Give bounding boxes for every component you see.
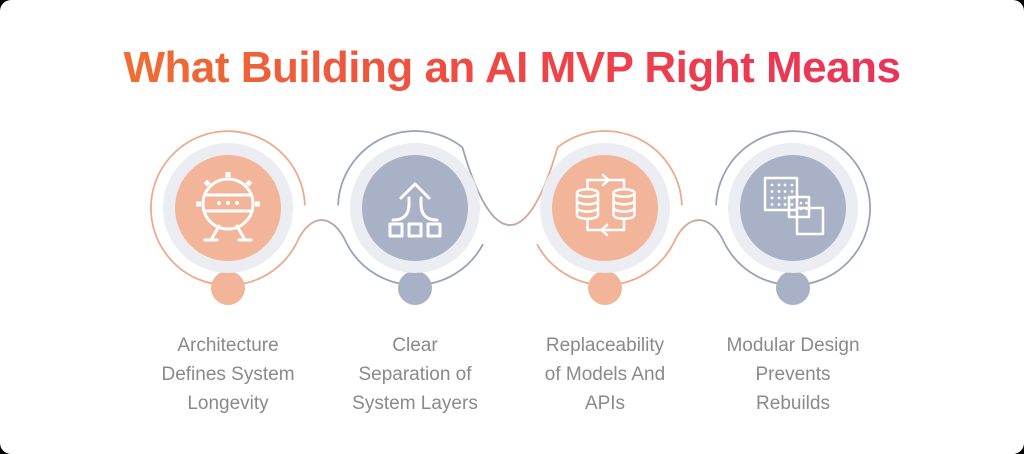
step-4-circle [715, 130, 871, 305]
database-sync-icon [575, 173, 636, 237]
page-title: What Building an AI MVP Right Means [0, 43, 1024, 92]
process-diagram [150, 130, 871, 305]
dot-grid [770, 183, 794, 206]
pin-dot [776, 271, 810, 305]
modular-blocks-icon [763, 176, 825, 236]
outline-ring [557, 130, 683, 206]
step-disc [362, 155, 468, 261]
step-2-label: Clear Separation of System Layers [352, 335, 478, 414]
outline-ring [337, 130, 463, 206]
step-2-circle [337, 130, 484, 305]
step-1-circle [150, 130, 306, 305]
step-disc [552, 155, 658, 261]
connector-hump-1-2 [295, 219, 348, 245]
step-1-label: Architecture Defines System Longevity [161, 335, 295, 414]
step-4-label: Modular Design Prevents Rebuilds [726, 335, 860, 414]
pin-dot [211, 271, 245, 305]
step-disc [175, 155, 281, 261]
merge-arrow-icon [388, 182, 442, 238]
step-labels: Architecture Defines System Longevity Cl… [0, 331, 1024, 431]
step-3-circle [536, 130, 683, 305]
step-disc [740, 155, 846, 261]
robot-gear-icon [196, 172, 260, 242]
step-3-label: Replaceability of Models And APIs [544, 335, 666, 414]
connector-hump-3-4 [672, 219, 726, 245]
pin-dot [588, 271, 622, 305]
pin-dot [398, 271, 432, 305]
